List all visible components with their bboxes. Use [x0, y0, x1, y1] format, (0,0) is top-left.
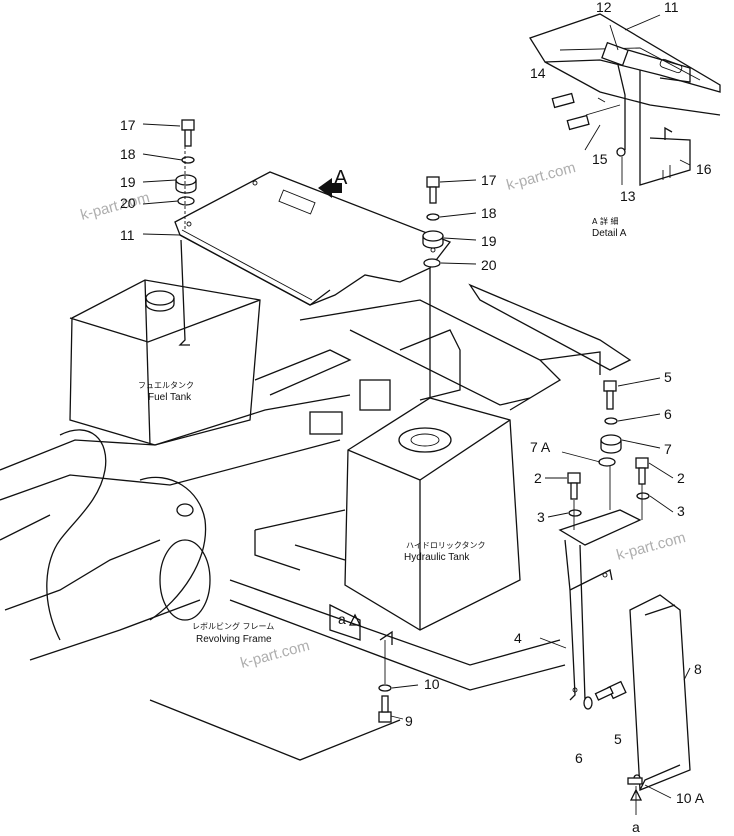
callout-11: 11	[120, 227, 135, 243]
detail-a-drawing	[529, 13, 721, 186]
hydraulic-tank-label-jp: ハイドロリックタンク	[406, 541, 486, 550]
revolving-frame-label-jp: レボルビング フレーム	[192, 621, 274, 631]
fastener-stack-middle	[422, 176, 444, 268]
callout-6: 6	[664, 406, 672, 422]
revolving-frame	[0, 283, 632, 761]
fuel-tank-label-jp: フュエルタンク	[138, 381, 194, 390]
callout-17: 17	[120, 117, 136, 133]
direction-arrow-a	[318, 178, 342, 198]
callout-9: 9	[405, 713, 413, 729]
callout-8: 8	[694, 661, 702, 677]
callout-15: 15	[592, 151, 608, 167]
watermark-text: k-part.com	[79, 189, 152, 224]
watermark-text: k-part.com	[505, 159, 578, 194]
side-bracket	[558, 509, 642, 701]
fastener-stack-left	[175, 119, 197, 230]
detail-label-en: Detail A	[592, 228, 627, 239]
callout-4: 4	[514, 630, 522, 646]
callout-2: 2	[534, 470, 542, 486]
fastener-stack-right	[567, 380, 650, 530]
callout-5: 5	[614, 731, 622, 747]
callout-3: 3	[677, 503, 685, 519]
leader-lines	[142, 14, 691, 799]
side-cover	[629, 594, 691, 791]
revolving-frame-label-en: Revolving Frame	[196, 634, 272, 645]
callout-20: 20	[481, 257, 497, 273]
watermark-text: k-part.com	[615, 529, 688, 564]
callout-6: 6	[575, 750, 583, 766]
view-marker-a: a	[338, 611, 346, 627]
callout-2: 2	[677, 470, 685, 486]
part-callouts: 11 12 14 15 13 16 17 18 19 20 11 17 18 1…	[120, 0, 712, 806]
callout-11: 11	[664, 0, 679, 15]
callout-18: 18	[120, 146, 136, 162]
callout-19: 19	[481, 233, 497, 249]
callout-7: 7	[664, 441, 672, 457]
fuel-tank-label-en: Fuel Tank	[148, 392, 192, 403]
callout-19: 19	[120, 174, 136, 190]
cover-plate	[174, 171, 452, 306]
callout-16: 16	[696, 161, 712, 177]
callout-13: 13	[620, 188, 636, 204]
callout-10: 10	[424, 676, 440, 692]
view-marker-a: a	[632, 819, 640, 835]
callout-20: 20	[120, 195, 136, 211]
callout-17: 17	[481, 172, 497, 188]
detail-marker: A	[334, 167, 348, 189]
hydraulic-tank-label-en: Hydraulic Tank	[404, 552, 470, 563]
detail-label-jp: A 詳 細	[592, 216, 619, 226]
callout-10a: 10 A	[676, 790, 705, 806]
fastener-lower	[348, 613, 643, 815]
hydraulic-tank	[344, 268, 521, 631]
callout-7a: 7 A	[530, 439, 551, 455]
callout-12: 12	[596, 0, 612, 15]
callout-3: 3	[537, 509, 545, 525]
callout-14: 14	[530, 65, 546, 81]
callout-18: 18	[481, 205, 497, 221]
fuel-tank	[69, 239, 261, 446]
callout-5: 5	[664, 369, 672, 385]
